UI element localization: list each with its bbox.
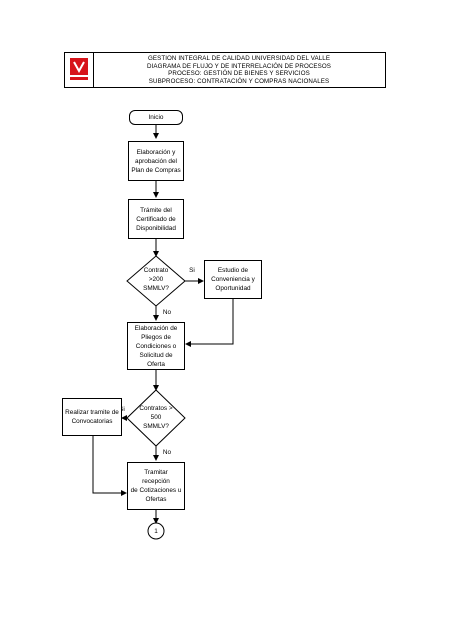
decision2-label: Contratos > 500 SMMLV?: [139, 405, 173, 430]
university-logo: [65, 53, 94, 87]
decision1-no-label: No: [162, 309, 172, 316]
decision1-label: Contrato >200 SMMLV?: [143, 267, 169, 292]
step-plan-de-compras: Elaboración y aprobación del Plan de Com…: [128, 141, 184, 181]
step-recepcion-cotizaciones: Tramitar recepción de Cotizaciones u Ofe…: [127, 462, 185, 510]
start-label: Inicio: [148, 114, 164, 121]
step-certificado-disponibilidad: Trámite del Certificado de Disponibilida…: [128, 199, 184, 239]
header-line-diagram: DIAGRAMA DE FLUJO Y DE INTERRELACIÓN DE …: [146, 62, 332, 70]
header-title-block: GESTION INTEGRAL DE CALIDAD UNIVERSIDAD …: [93, 55, 385, 85]
page-connector-label: 1: [154, 528, 158, 535]
step-plan-de-compras-label: Elaboración y aprobación del Plan de Com…: [131, 148, 181, 174]
decision2-yes-label: Si: [119, 406, 125, 413]
step-pliegos-condiciones: Elaboración de Pliegos de Condiciones o …: [127, 322, 185, 370]
decision2-no-label: No: [162, 449, 172, 456]
decision1-yes-label: Si: [189, 267, 195, 274]
header-line-process: PROCESO: GESTIÓN DE BIENES Y SERVICIOS: [168, 70, 310, 78]
header-line-subprocess: SUBPROCESO: CONTRATACIÓN Y COMPRAS NACIO…: [148, 77, 330, 85]
header-line-institution: GESTION INTEGRAL DE CALIDAD UNIVERSIDAD …: [147, 55, 331, 62]
document-header: GESTION INTEGRAL DE CALIDAD UNIVERSIDAD …: [64, 52, 386, 88]
step-certificado-disponibilidad-label: Trámite del Certificado de Disponibilida…: [136, 206, 176, 232]
arrow-side1-to-step3: [185, 298, 234, 347]
step-realizar-convocatorias: Realizar tramite de Convocatorias: [62, 398, 122, 436]
step-estudio-conveniencia-label: Estudio de Conveniencia y Oportunidad: [211, 267, 255, 292]
arrow-side2-to-step4: [92, 435, 127, 496]
page-connector-circle: [147, 522, 165, 540]
step-recepcion-cotizaciones-label: Tramitar recepción de Cotizaciones u Ofe…: [130, 469, 182, 503]
step-estudio-conveniencia: Estudio de Conveniencia y Oportunidad: [204, 260, 262, 299]
step-realizar-convocatorias-label: Realizar tramite de Convocatorias: [65, 409, 119, 425]
step-pliegos-condiciones-label: Elaboración de Pliegos de Condiciones o …: [134, 324, 178, 368]
start-terminal: Inicio: [129, 110, 183, 125]
